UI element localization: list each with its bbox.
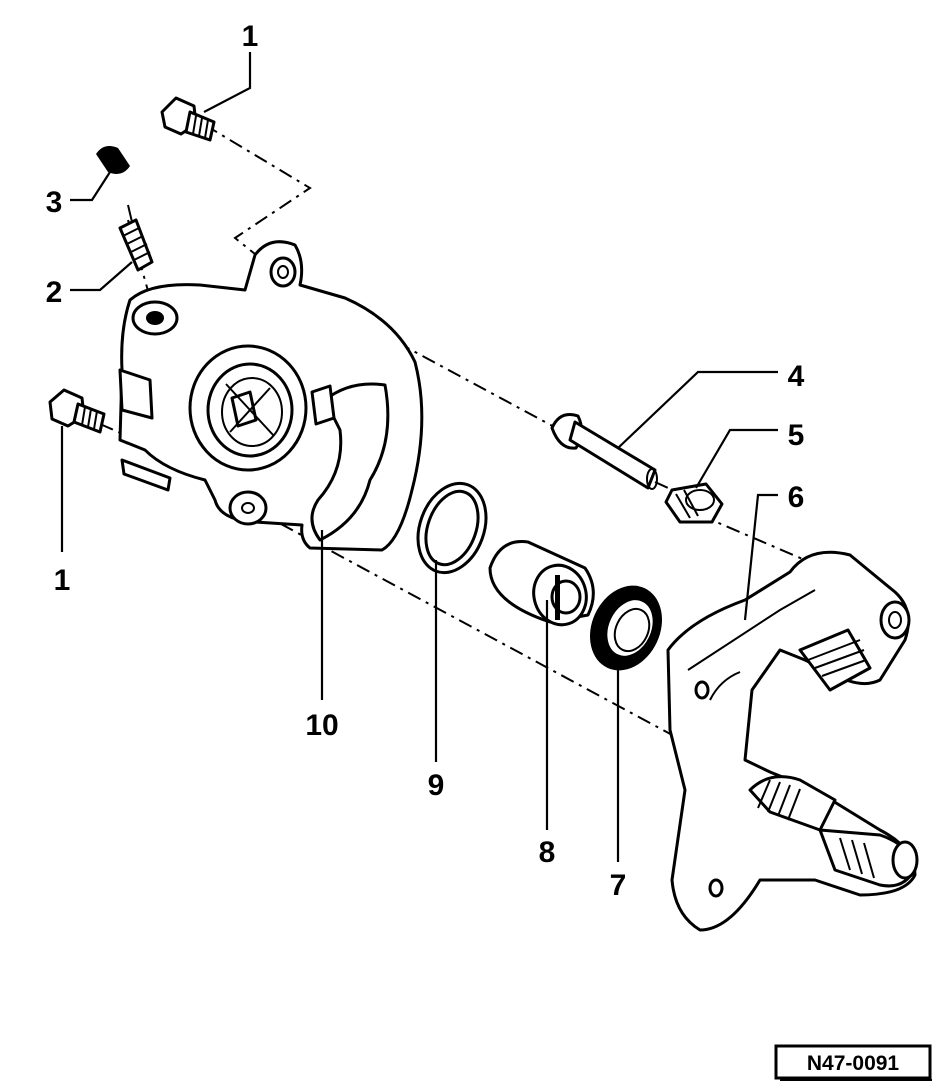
figure-code: N47-0091 [807,1052,900,1075]
callout-1-top: 1 [242,20,259,53]
seal-ring [416,481,488,575]
dust-cap [96,146,130,174]
callout-5: 5 [788,419,805,452]
callout-4: 4 [788,360,805,393]
bleeder-valve [118,204,154,272]
bolt-bottom [48,388,106,434]
callout-2: 2 [46,276,63,309]
callout-8: 8 [539,836,556,869]
callout-6: 6 [788,481,805,514]
callout-1-bottom: 1 [54,564,71,597]
bolt-top [160,96,216,142]
guide-pin [550,413,658,490]
callout-3: 3 [46,186,63,219]
leader-lines [60,52,778,862]
callout-7: 7 [610,869,627,902]
piston [488,540,595,627]
figure-code-box: N47-0091 [774,1044,932,1081]
callout-9: 9 [428,769,445,802]
callout-labels: 1 3 2 1 4 5 6 10 9 8 7 [46,20,805,902]
caliper-carrier [666,550,919,932]
guide-sleeve [664,482,724,524]
callout-10: 10 [305,709,338,742]
dust-boot [590,585,662,671]
caliper-housing [118,240,424,552]
